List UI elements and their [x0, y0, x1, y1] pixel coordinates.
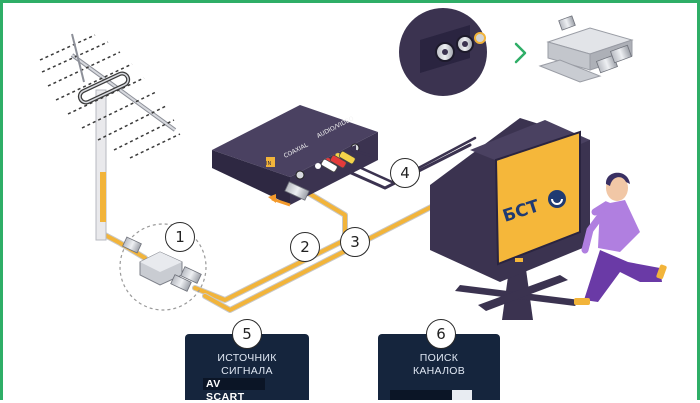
tv-logo-icon	[548, 190, 566, 208]
channel-search-title: ПОИСК КАНАЛОВ	[412, 352, 466, 377]
step-6-marker: 6	[426, 319, 456, 349]
channel-search-progress-fill	[452, 390, 472, 400]
step-1-marker: 1	[165, 222, 195, 252]
signal-source-option-av[interactable]: AV	[203, 378, 265, 390]
tv-icon: БСТ	[430, 118, 590, 320]
connector-closeup-icon	[399, 8, 487, 96]
channel-search-progress-track	[390, 390, 452, 400]
person-icon	[574, 172, 667, 305]
signal-source-title: ИСТОЧНИК СИГНАЛА	[217, 352, 277, 377]
cable-splitter-to-receiver	[192, 185, 348, 303]
in-label: IN	[266, 161, 271, 167]
step-4-marker: 4	[390, 158, 420, 188]
step-3-marker: 3	[340, 227, 370, 257]
splitter-closeup-icon	[538, 15, 634, 83]
antenna-icon	[39, 33, 181, 241]
step-5-marker: 5	[232, 319, 262, 349]
signal-source-option-scart[interactable]: SCART	[206, 391, 245, 403]
coax-plug-icon	[268, 181, 310, 207]
rca-plugs-icon	[320, 145, 373, 173]
step-2-marker: 2	[290, 232, 320, 262]
chevron-right-icon	[514, 42, 527, 64]
signal-source-menu: ИСТОЧНИК СИГНАЛА AV SCART	[185, 334, 309, 403]
splitter-icon	[119, 223, 207, 311]
